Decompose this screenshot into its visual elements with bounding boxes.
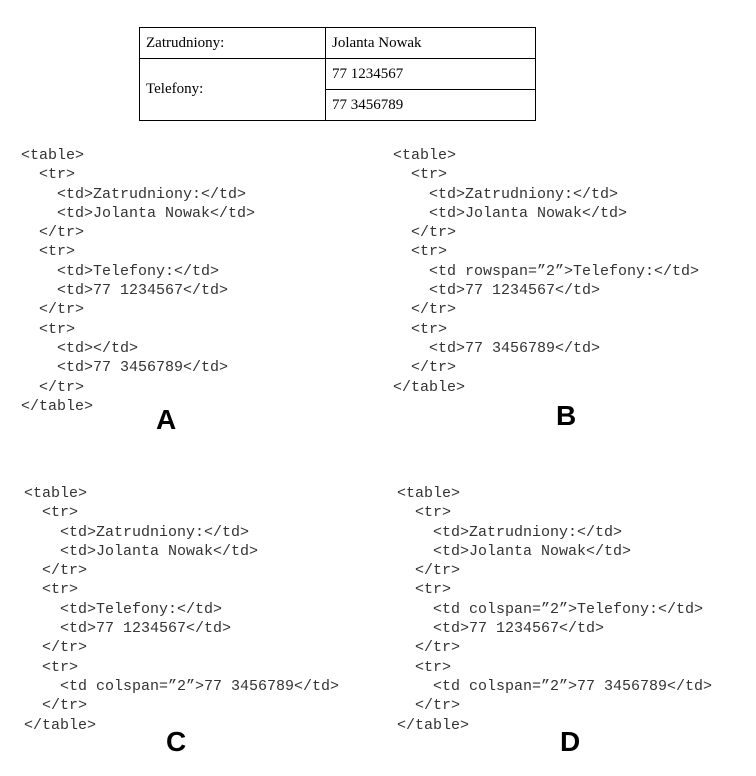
code-line: <tr> [21,320,76,338]
code-line: <td>Telefony:</td> [21,262,220,280]
code-block-option-c: <table> <tr> <td>Zatrudniony:</td> <td>J… [24,484,339,735]
table-row: Zatrudniony: Jolanta Nowak [139,27,536,59]
code-line: <tr> [21,243,76,261]
table-row: 77 3456789 [140,89,536,121]
table-cell: Zatrudniony: [139,27,326,59]
table-cell: Jolanta Nowak [325,27,536,59]
code-line: <td>Jolanta Nowak</td> [393,204,628,222]
code-line: <table> [24,485,88,502]
code-line: <td>77 1234567</td> [393,282,601,300]
code-line: </tr> [393,301,457,319]
code-line: <td>Zatrudniony:</td> [393,185,619,203]
code-line: <td>Jolanta Nowak</td> [21,204,256,222]
code-line: <td>Zatrudniony:</td> [397,523,623,541]
code-line: </table> [397,716,470,734]
code-line: <td rowspan=”2”>Telefony:</td> [393,262,700,280]
code-line: <td colspan=”2”>Telefony:</td> [397,600,704,618]
code-line: </tr> [24,697,88,715]
option-letter-b: B [556,400,577,431]
code-line: <td>Jolanta Nowak</td> [24,542,259,560]
code-line: <tr> [21,166,76,184]
code-block-option-d: <table> <tr> <td>Zatrudniony:</td> <td>J… [397,484,712,735]
code-line: </tr> [397,562,461,580]
code-line: </tr> [397,639,461,657]
code-line: </tr> [21,378,85,396]
table-row: Telefony: 77 1234567 [139,58,536,121]
table-cell: 77 1234567 [325,58,536,90]
code-line: <tr> [393,166,448,184]
code-line: <td>Telefony:</td> [24,600,223,618]
code-line: <tr> [24,581,79,599]
code-block-option-b: <table> <tr> <td>Zatrudniony:</td> <td>J… [393,146,699,397]
table-cell: 77 3456789 [325,89,536,121]
code-line: <tr> [397,581,452,599]
code-line: </tr> [21,301,85,319]
code-line: <td>77 1234567</td> [24,620,232,638]
code-line: </tr> [21,224,85,242]
code-line: </tr> [393,224,457,242]
code-line: <tr> [393,243,448,261]
code-line: <td>Zatrudniony:</td> [24,523,250,541]
table-cell: Telefony: [139,58,326,121]
code-line: <tr> [24,658,79,676]
code-line: </tr> [397,697,461,715]
code-line: <table> [21,147,85,164]
code-line: <td>77 3456789</td> [393,339,601,357]
code-block-option-a: <table> <tr> <td>Zatrudniony:</td> <td>J… [21,146,255,416]
option-letter-c: C [166,726,187,757]
code-line: <td>Jolanta Nowak</td> [397,542,632,560]
code-line: <tr> [24,504,79,522]
code-line: <td>77 1234567</td> [21,282,229,300]
code-line: <td>Zatrudniony:</td> [21,185,247,203]
code-line: <tr> [393,320,448,338]
code-line: <td>77 3456789</td> [21,359,229,377]
code-line: <td>77 1234567</td> [397,620,605,638]
code-line: </tr> [24,562,88,580]
code-line: </tr> [24,639,88,657]
code-line: <td colspan=”2”>77 3456789</td> [397,677,713,695]
code-line: <table> [397,485,461,502]
code-line: <tr> [397,658,452,676]
option-letter-d: D [560,726,581,757]
code-line: <td colspan=”2”>77 3456789</td> [24,677,340,695]
code-line: <table> [393,147,457,164]
sample-table: Zatrudniony: Jolanta Nowak Telefony: 77 … [139,27,536,121]
code-line: </table> [393,378,466,396]
code-line: </table> [24,716,97,734]
code-line: </tr> [393,359,457,377]
code-line: </table> [21,397,94,415]
code-line: <tr> [397,504,452,522]
code-line: <td></td> [21,339,139,357]
option-letter-a: A [156,404,177,435]
